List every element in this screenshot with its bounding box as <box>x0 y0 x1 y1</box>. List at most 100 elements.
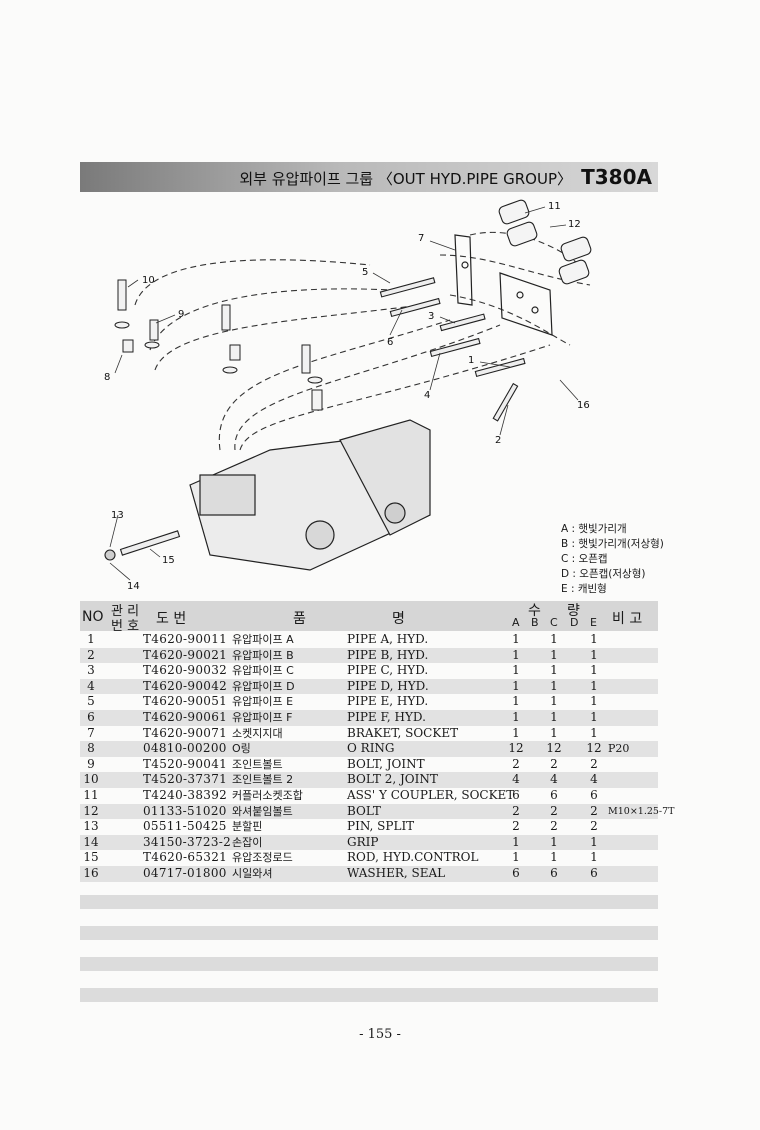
row-part-number: T4620-90011 <box>143 632 228 646</box>
table-row: 6 T4620-90061 유압파이프 F PIPE F, HYD. 1 1 1 <box>80 709 658 726</box>
row-qty-e: 6 <box>590 865 598 880</box>
row-qty-c: 2 <box>550 756 558 771</box>
row-english-name: PIN, SPLIT <box>347 819 415 834</box>
row-qty-e: 2 <box>590 756 598 771</box>
row-qty-a: 1 <box>512 834 520 849</box>
model-code: T380A <box>581 165 652 189</box>
empty-row-band <box>80 988 658 1002</box>
row-korean-name: 소켓지지대 <box>232 726 283 740</box>
row-qty-c: 1 <box>550 678 558 693</box>
row-qty-a: 1 <box>512 709 520 724</box>
row-no: 6 <box>87 709 95 724</box>
row-part-number: T4620-90071 <box>143 725 228 740</box>
row-remarks: M10×1.25-7T <box>608 805 675 817</box>
row-qty-a: 1 <box>512 663 520 678</box>
row-korean-name: 유압파이프 D <box>232 679 295 693</box>
table-row: 14 34150-3723-2 손잡이 GRIP 1 1 1 <box>80 834 658 851</box>
row-no: 5 <box>87 694 95 709</box>
row-qty-e: 1 <box>590 850 598 865</box>
row-qty-a: 2 <box>512 803 520 818</box>
row-no: 14 <box>83 834 99 849</box>
callout-9: 9 <box>178 309 184 320</box>
row-korean-name: 유압조정로드 <box>232 851 293 865</box>
row-qty-c: 6 <box>550 865 558 880</box>
header-qty-c: C <box>550 616 558 629</box>
row-no: 11 <box>83 787 99 802</box>
row-korean-name: 시일와셔 <box>232 866 273 880</box>
table-row: 10 T4520-37371 조인트볼트 2 BOLT 2, JOINT 4 4… <box>80 772 658 788</box>
row-qty-c: 1 <box>550 632 558 646</box>
callout-10: 10 <box>142 275 155 286</box>
row-qty-e: 2 <box>590 819 598 834</box>
section-title-bar: 외부 유압파이프 그룹 〈OUT HYD.PIPE GROUP〉 T380A <box>80 162 658 192</box>
header-qty-a: A <box>512 616 520 629</box>
row-part-number: T4520-90041 <box>143 756 228 771</box>
row-no: 1 <box>87 632 95 646</box>
row-qty-a: 12 <box>508 741 524 756</box>
empty-row-band <box>80 926 658 940</box>
row-no: 16 <box>83 865 99 880</box>
row-qty-e: 1 <box>590 725 598 740</box>
table-row: 1 T4620-90011 유압파이프 A PIPE A, HYD. 1 1 1 <box>80 632 658 648</box>
row-no: 12 <box>83 803 99 818</box>
header-remarks: 비 고 <box>612 611 643 627</box>
header-mgmt-bottom: 번 호 <box>111 619 140 634</box>
row-no: 7 <box>87 725 95 740</box>
row-qty-c: 2 <box>550 819 558 834</box>
table-row: 16 04717-01800 시일와셔 WASHER, SEAL 6 6 6 <box>80 865 658 882</box>
row-english-name: PIPE C, HYD. <box>347 663 429 678</box>
row-korean-name: 유압파이프 C <box>232 664 294 678</box>
row-no: 3 <box>87 663 95 678</box>
row-qty-a: 1 <box>512 647 520 662</box>
table-row: 2 T4620-90021 유압파이프 B PIPE B, HYD. 1 1 1 <box>80 647 658 664</box>
table-row: 15 T4620-65321 유압조정로드 ROD, HYD.CONTROL 1… <box>80 850 658 866</box>
row-part-number: T4620-90051 <box>143 694 228 709</box>
row-english-name: GRIP <box>347 834 379 849</box>
row-english-name: PIPE B, HYD. <box>347 647 429 662</box>
callout-8: 8 <box>104 372 110 383</box>
row-qty-a: 1 <box>512 694 520 709</box>
hydraulic-control-rod <box>104 530 181 561</box>
hydraulic-pipes <box>379 277 526 422</box>
header-item-char2: 명 <box>392 611 405 627</box>
callout-leaders <box>109 206 579 581</box>
header-drawing-no: 도 번 <box>156 611 187 627</box>
row-qty-c: 4 <box>550 772 558 787</box>
table-row: 13 05511-50425 분할핀 PIN, SPLIT 2 2 2 <box>80 819 658 835</box>
row-english-name: O RING <box>347 741 395 756</box>
row-part-number: T4240-38392 <box>143 787 228 802</box>
row-qty-e: 4 <box>590 772 598 787</box>
header-qty-char1: 수 <box>528 603 541 619</box>
callout-16: 16 <box>577 400 590 411</box>
callout-7: 7 <box>418 233 424 244</box>
row-no: 9 <box>87 756 95 771</box>
callout-11: 11 <box>548 201 561 212</box>
header-qty-e: E <box>590 616 597 629</box>
row-qty-c: 1 <box>550 694 558 709</box>
row-english-name: BOLT, JOINT <box>347 756 425 771</box>
row-part-number: 04810-00200 <box>143 741 227 756</box>
row-english-name: PIPE F, HYD. <box>347 709 426 724</box>
row-korean-name: 커플러소켓조합 <box>232 788 303 802</box>
header-qty-b: B <box>531 616 539 629</box>
row-korean-name: 조인트볼트 <box>232 757 283 771</box>
row-qty-e: 1 <box>590 834 598 849</box>
row-english-name: WASHER, SEAL <box>347 865 446 880</box>
row-qty-a: 1 <box>512 850 520 865</box>
header-no: NO <box>82 609 104 625</box>
callout-3: 3 <box>428 311 434 322</box>
row-qty-a: 2 <box>512 819 520 834</box>
row-korean-name: 분할핀 <box>232 820 263 834</box>
row-qty-c: 1 <box>550 663 558 678</box>
row-qty-e: 6 <box>590 787 598 802</box>
row-qty-a: 4 <box>512 772 520 787</box>
row-part-number: T4620-90061 <box>143 709 228 724</box>
row-qty-e: 1 <box>590 632 598 646</box>
row-part-number: 04717-01800 <box>143 865 227 880</box>
row-korean-name: 유압파이프 E <box>232 695 294 709</box>
row-english-name: PIPE A, HYD. <box>347 632 429 646</box>
header-item-char1: 품 <box>293 611 306 627</box>
row-qty-a: 6 <box>512 787 520 802</box>
row-korean-name: 유압파이프 F <box>232 710 293 724</box>
coupler-sockets <box>498 199 660 322</box>
